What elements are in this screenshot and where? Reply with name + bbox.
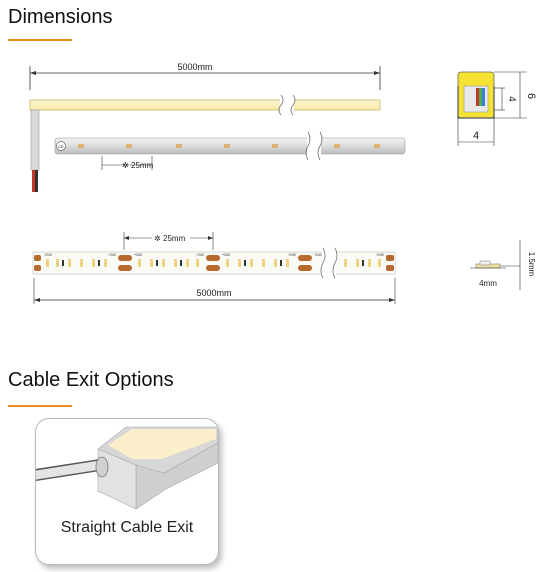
glowing-strip (29, 94, 381, 192)
pcb-resistors (62, 260, 364, 266)
svg-text:+24V: +24V (134, 253, 143, 257)
svg-text:+24V: +24V (314, 253, 323, 257)
cable-exit-heading-underline (8, 405, 72, 407)
top-length-dimension: 5000mm (29, 62, 381, 90)
pcb-copper-pads (34, 255, 394, 271)
tube-pitch-label: 25mm (131, 161, 154, 170)
pcb-voltage-marks: +24V +24V +24V +24V +24V +24V +24V +24V (44, 253, 385, 257)
svg-text:CE: CE (58, 144, 64, 149)
profile-inner-height: 4 (506, 96, 517, 102)
cable-exit-heading: Cable Exit Options (8, 369, 174, 391)
bottom-length-label: 5000mm (196, 288, 231, 298)
pcb-pitch-label: 25mm (163, 234, 186, 243)
pcb-leds (46, 259, 381, 267)
svg-text:+24V: +24V (196, 253, 205, 257)
tube-strip: CE (54, 131, 406, 161)
bottom-length-dimension: 5000mm (33, 278, 396, 304)
tube-led-marks (78, 144, 380, 148)
svg-text:✲: ✲ (154, 234, 161, 243)
svg-text:+24V: +24V (222, 253, 231, 257)
straight-cable-exit-card[interactable]: Straight Cable Exit (35, 418, 219, 565)
pcb-thickness-label: 1.5mm (527, 252, 536, 277)
straight-cable-exit-illustration (36, 426, 218, 510)
pcb-pitch-dimension: ✲ 25mm (123, 232, 214, 250)
pcb-cross-section: 4mm 1.5mm (470, 240, 536, 290)
profile-width: 4 (473, 130, 479, 142)
svg-text:+24V: +24V (108, 253, 117, 257)
svg-text:+24V: +24V (288, 253, 297, 257)
profile-cross-section: 4 6 4 (457, 71, 537, 146)
top-length-label: 5000mm (177, 62, 212, 72)
pcb-strip: +24V +24V +24V +24V +24V +24V +24V +24V (32, 247, 396, 279)
svg-text:✲: ✲ (122, 161, 129, 170)
pcb-width-label: 4mm (479, 279, 497, 288)
dimensions-heading: Dimensions (8, 6, 113, 28)
svg-text:+24V: +24V (44, 253, 53, 257)
profile-outer-height: 6 (525, 93, 537, 99)
svg-text:+24V: +24V (376, 253, 385, 257)
straight-cable-exit-label: Straight Cable Exit (60, 519, 194, 536)
dimensions-heading-underline (8, 39, 72, 41)
tube-pitch-dimension: ✲ 25mm (101, 156, 154, 170)
